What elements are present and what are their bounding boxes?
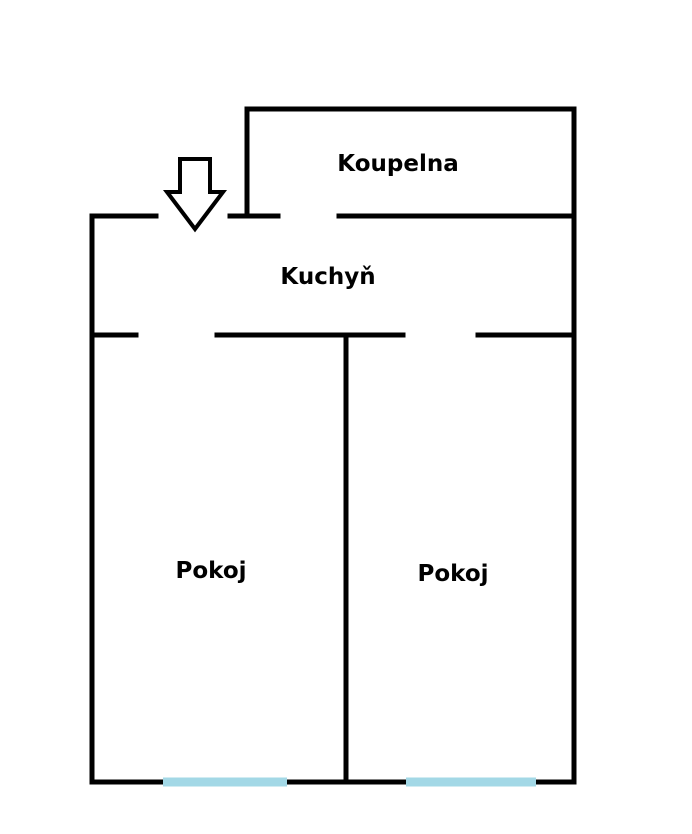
room-right-label: Pokoj: [417, 561, 488, 587]
entrance-arrow-icon: [162, 157, 228, 233]
bathroom-walls: [244, 106, 577, 219]
room-left-label: Pokoj: [175, 558, 246, 584]
kitchen-label: Kuchyň: [280, 264, 375, 290]
bathroom-label: Koupelna: [337, 151, 458, 177]
